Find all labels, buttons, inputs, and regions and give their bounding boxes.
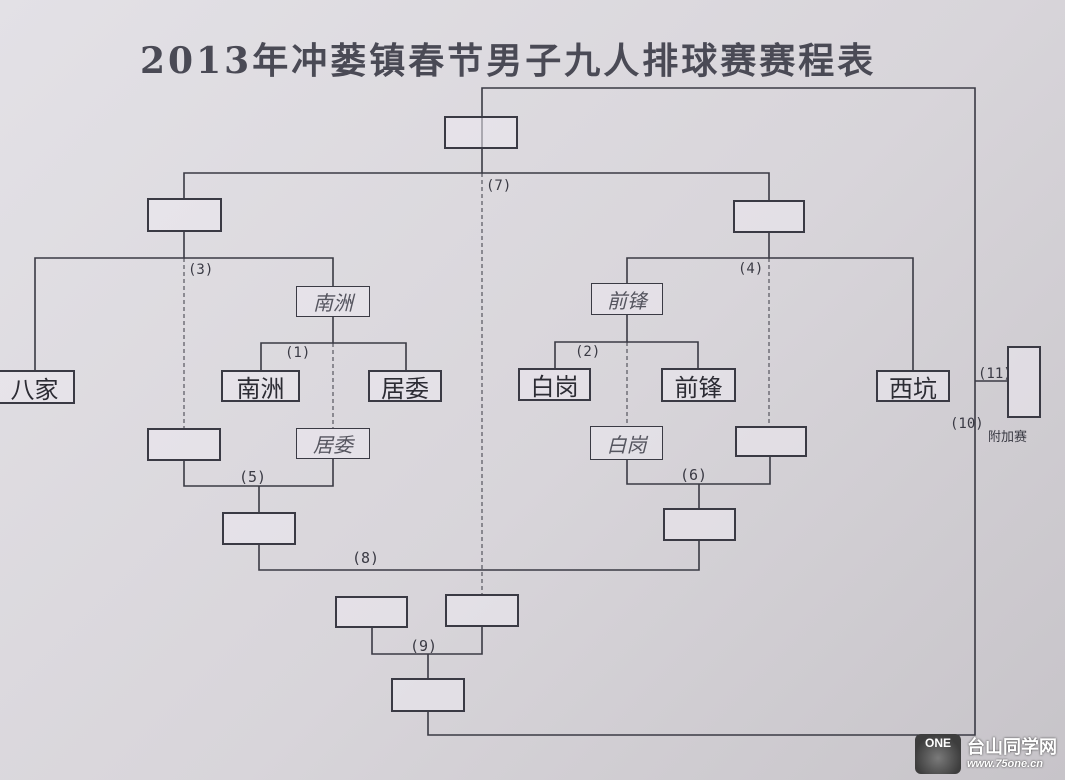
match6-winner-box xyxy=(663,508,736,541)
slot-right-loser-box xyxy=(735,426,807,457)
match-label-6: (6) xyxy=(680,466,708,484)
match9-result-box xyxy=(391,678,465,712)
site-name: 台山同学网 xyxy=(967,737,1057,759)
extra-match-label: 附加赛 xyxy=(988,430,1028,445)
match2-loser-box: 白岗 xyxy=(590,426,663,460)
match1-winner-box: 南洲 xyxy=(296,286,370,317)
team-baigang: 白岗 xyxy=(518,368,591,401)
slot-left-loser-box xyxy=(147,428,221,461)
team-xikeng: 西坑 xyxy=(876,370,950,403)
team-nanzhou: 南洲 xyxy=(221,370,300,403)
match-label-3: (3) xyxy=(188,262,214,278)
match-label-5: (5) xyxy=(239,468,267,486)
match-label-2: (2) xyxy=(575,344,601,360)
page-title: 2013年冲蒌镇春节男子九人排球赛赛程表 xyxy=(140,40,877,82)
match2-winner-box: 前锋 xyxy=(591,283,663,315)
match-label-7: (7) xyxy=(486,178,512,194)
match-label-9: (9) xyxy=(410,637,438,655)
match-label-11: (11) xyxy=(978,366,1012,382)
team-qianfeng: 前锋 xyxy=(661,368,736,402)
match8-left-box xyxy=(335,596,408,628)
site-url: www.75one.cn xyxy=(967,757,1044,770)
match-label-10: (10) xyxy=(950,416,984,432)
match1-loser-box: 居委 xyxy=(296,428,370,459)
site-watermark: ONE 台山同学网 www.75one.cn xyxy=(915,734,1057,774)
team-bajia: 八家 xyxy=(0,370,75,404)
match-label-4: (4) xyxy=(738,261,764,277)
match-label-1: (1) xyxy=(285,345,311,361)
left-semifinal-box xyxy=(147,198,222,232)
team-jiwei: 居委 xyxy=(368,370,442,403)
match5-winner-box xyxy=(222,512,296,545)
right-semifinal-box xyxy=(733,200,805,233)
match8-right-box xyxy=(445,594,519,627)
match-label-8: (8) xyxy=(352,549,380,567)
extra-match-box xyxy=(1007,346,1041,418)
champion-box xyxy=(444,116,518,149)
site-logo-icon: ONE xyxy=(915,734,961,774)
